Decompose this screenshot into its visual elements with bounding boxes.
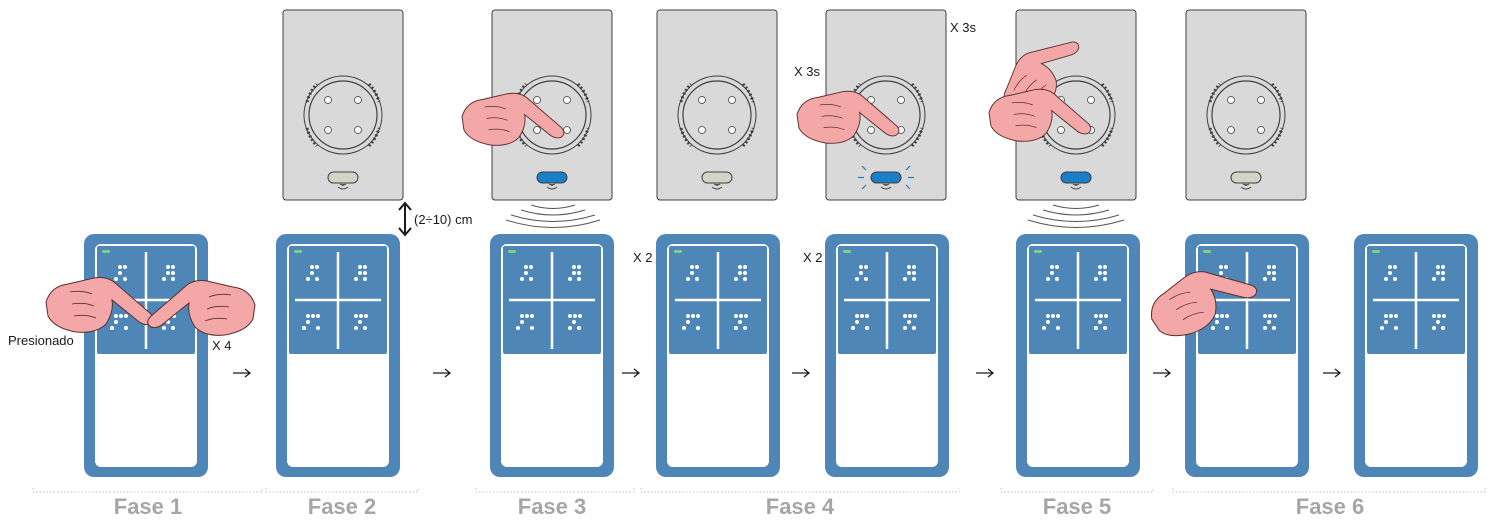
wall-unit-fase3 — [490, 8, 614, 202]
remote-fase3 — [488, 232, 616, 479]
wall-unit-fase2 — [281, 8, 405, 202]
distance-label: (2÷10) cm — [414, 212, 473, 227]
remote-fase5 — [1014, 232, 1142, 479]
phase-label-4: Fase 4 — [765, 494, 835, 519]
wall-unit-fase5 — [1014, 8, 1138, 202]
pressed-label: Presionado — [8, 333, 74, 348]
double-arrow-icon — [398, 201, 412, 237]
wall-unit-fase6 — [1184, 8, 1308, 202]
signal-waves-icon — [505, 204, 601, 228]
remote-fase1 — [82, 232, 210, 479]
times2-label-a: X 2 — [633, 250, 653, 265]
phase-label-3: Fase 3 — [517, 494, 587, 519]
phase-label-6: Fase 6 — [1295, 494, 1365, 519]
times4-label: X 4 — [212, 338, 232, 353]
remote-fase6b — [1352, 232, 1480, 479]
phase-label-2: Fase 2 — [307, 494, 377, 519]
hold3s-label-right: X 3s — [950, 20, 977, 35]
arrow-right-icon — [233, 368, 1342, 378]
times2-label-b: X 2 — [803, 250, 823, 265]
phase-label-5: Fase 5 — [1042, 494, 1112, 519]
remote-fase4a — [654, 232, 782, 479]
remote-fase6a — [1183, 232, 1311, 479]
wall-unit-fase4a — [655, 8, 779, 202]
remote-fase4b — [823, 232, 951, 479]
remote-fase2 — [274, 232, 402, 479]
wall-unit-fase4b — [824, 8, 948, 202]
phase-brackets — [32, 488, 1486, 493]
phase-label-1: Fase 1 — [113, 494, 183, 519]
signal-waves-icon — [1027, 204, 1125, 228]
hold3s-label-left: X 3s — [794, 64, 821, 79]
